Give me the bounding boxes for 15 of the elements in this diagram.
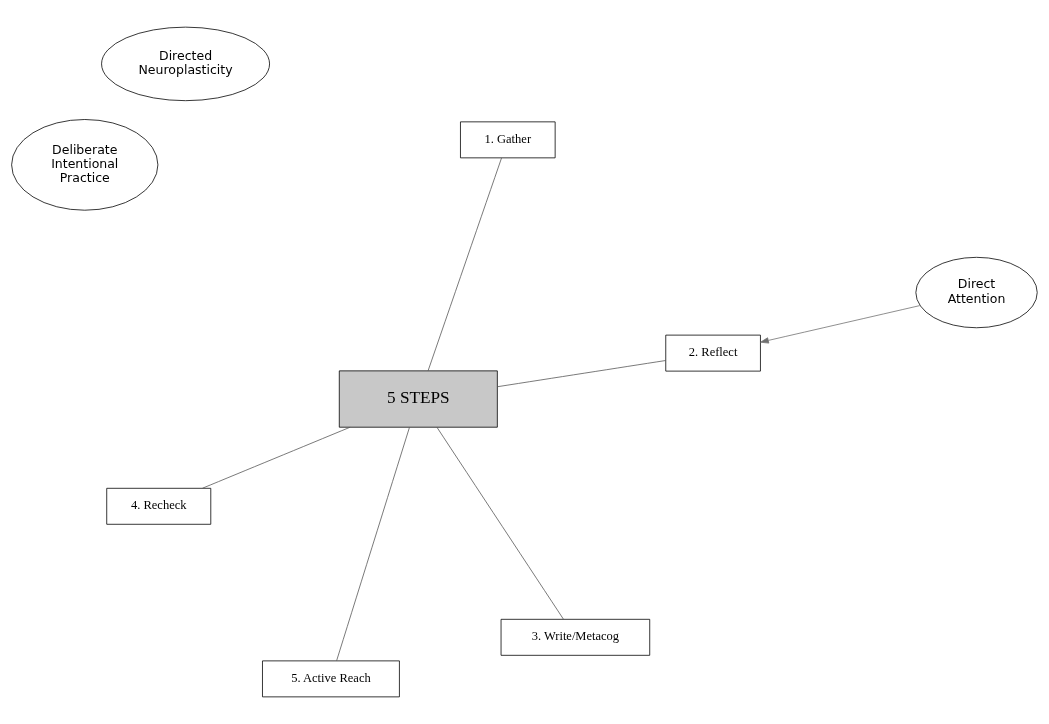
- connector: [202, 426, 351, 489]
- node-box: 3. Write/Metacog: [500, 618, 651, 656]
- connector: [427, 157, 502, 372]
- node-ellipse: Deliberate Intentional Practice: [11, 119, 159, 211]
- node-box: 1. Gather: [460, 121, 556, 159]
- node-ellipse: Direct Attention: [915, 256, 1038, 329]
- node-box: 4. Recheck: [106, 487, 212, 525]
- node-box: 5. Active Reach: [262, 660, 400, 698]
- connector: [336, 427, 410, 662]
- node-ellipse: Directed Neuroplasticity: [101, 26, 270, 102]
- connector: [497, 360, 666, 388]
- node-box: 5 STEPS: [338, 370, 498, 428]
- node-box: 2. Reflect: [665, 334, 761, 372]
- arrow: [760, 305, 921, 344]
- connector: [436, 426, 564, 620]
